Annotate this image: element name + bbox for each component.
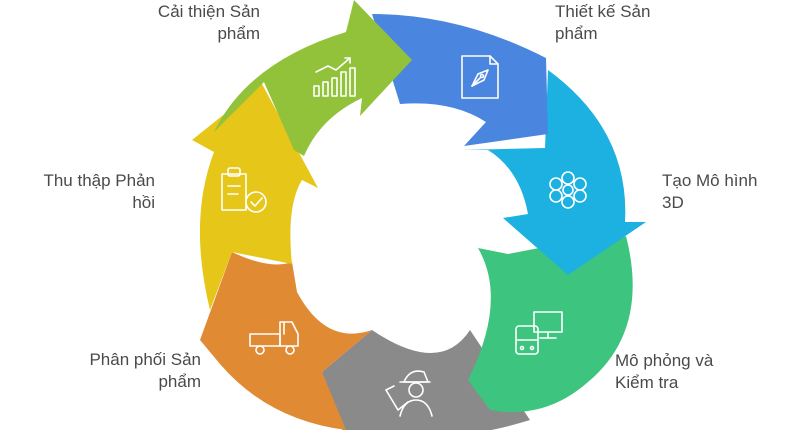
segment-distribute <box>200 252 372 430</box>
label-distribute-line2: phẩm <box>158 372 201 391</box>
segment-model <box>462 70 646 275</box>
segment-design <box>372 14 548 146</box>
truck-icon <box>249 321 299 355</box>
label-improve-line1: Cải thiện Sản <box>157 2 260 21</box>
label-model-line1: Tạo Mô hình <box>662 171 758 190</box>
label-design-line2: phẩm <box>555 24 598 43</box>
label-distribute: Phân phối Sản phẩm <box>20 349 201 393</box>
worker-icon <box>385 370 433 417</box>
label-feedback: Thu thập Phản hồi <box>10 170 155 214</box>
label-feedback-line1: Thu thập Phản <box>43 171 155 190</box>
label-design: Thiết kế Sản phẩm <box>555 1 705 45</box>
label-model-line2: 3D <box>662 193 684 212</box>
model-3d-icon <box>549 171 587 209</box>
label-improve-line2: phẩm <box>217 24 260 43</box>
label-feedback-line2: hồi <box>132 193 155 212</box>
label-simulate-line1: Mô phỏng và <box>615 351 714 370</box>
label-distribute-line1: Phân phối Sản <box>89 350 201 369</box>
label-improve: Cải thiện Sản phẩm <box>110 1 260 45</box>
clipboard-check-icon <box>221 167 267 213</box>
label-simulate: Mô phỏng và Kiểm tra <box>615 350 785 394</box>
segment-simulate <box>468 236 633 413</box>
segment-improve <box>214 0 412 156</box>
label-model: Tạo Mô hình 3D <box>662 170 787 214</box>
label-design-line1: Thiết kế Sản <box>555 2 651 21</box>
design-doc-icon <box>461 55 499 99</box>
simulation-icon <box>515 311 563 355</box>
segment-manufacture <box>322 330 530 430</box>
chart-icon <box>313 57 356 97</box>
label-simulate-line2: Kiểm tra <box>615 373 679 392</box>
